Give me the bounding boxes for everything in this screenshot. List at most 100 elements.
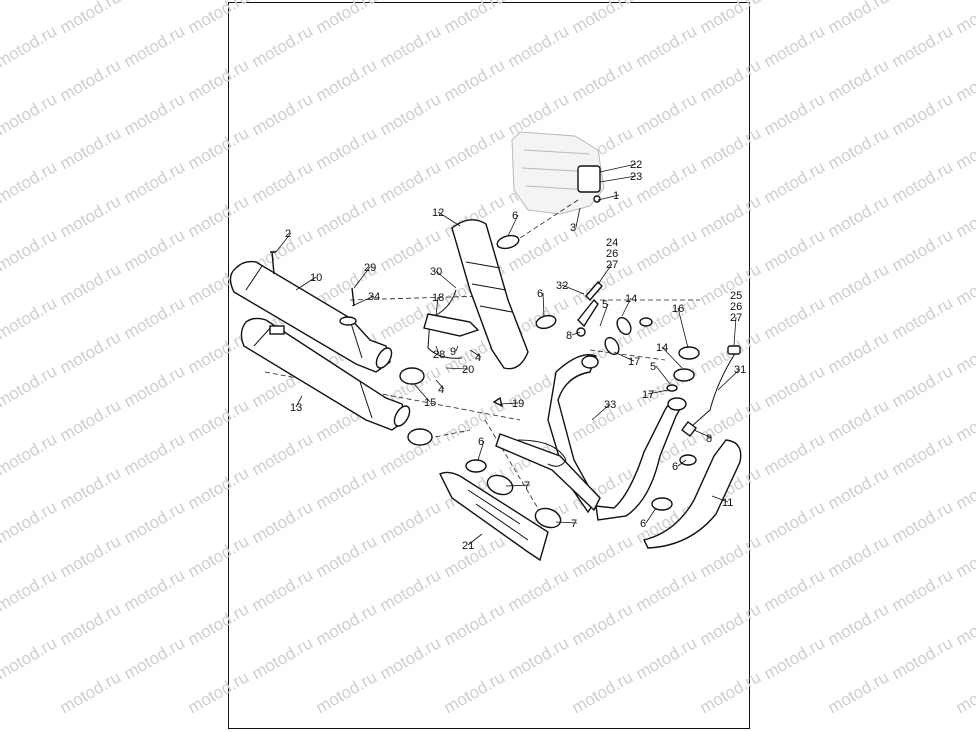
watermark-text: motod.ru — [185, 463, 253, 513]
watermark-text: motod.ru — [249, 633, 317, 683]
watermark-text: motod.ru — [121, 89, 189, 139]
callout-label-21: 21 — [462, 540, 474, 552]
callout-label-20: 20 — [462, 364, 474, 376]
watermark-text: motod.ru — [121, 497, 189, 547]
callout-label-6c: 6 — [478, 436, 484, 448]
watermark-text: motod.ru — [249, 157, 317, 207]
callout-label-7a: 7 — [524, 480, 530, 492]
watermark-text: motod.ru — [953, 395, 976, 445]
watermark-text: motod.ru — [633, 89, 701, 139]
callout-leader-line — [435, 345, 440, 355]
watermark-text: motod.ru — [889, 0, 957, 3]
callout-leader-line — [351, 295, 375, 307]
watermark-text: motod.ru — [569, 599, 637, 649]
callout-label-26b: 26 — [730, 301, 742, 313]
callout-leader-line — [295, 395, 303, 408]
callout-leader-line — [717, 368, 741, 391]
watermark-text: motod.ru — [569, 55, 637, 105]
callout-leader-line — [507, 214, 519, 237]
watermark-text: motod.ru — [57, 55, 125, 105]
watermark-text: motod.ru — [377, 633, 445, 683]
callout-leader-line — [597, 194, 620, 201]
watermark-text: motod.ru — [825, 259, 893, 309]
watermark-text: motod.ru — [761, 497, 829, 547]
callout-leader-line — [542, 292, 545, 317]
callout-leader-line — [435, 270, 457, 289]
watermark-text: motod.ru — [825, 123, 893, 173]
watermark-text: motod.ru — [441, 55, 509, 105]
callout-label-31: 31 — [734, 364, 746, 376]
watermark-text: motod.ru — [697, 191, 765, 241]
watermark-text: motod.ru — [185, 531, 253, 581]
callout-label-26a: 26 — [606, 248, 618, 260]
watermark-text: motod.ru — [0, 89, 60, 139]
watermark-text: motod.ru — [313, 0, 381, 37]
watermark-text: motod.ru — [441, 599, 509, 649]
callout-leader-line — [621, 297, 632, 317]
callout-label-8a: 8 — [566, 330, 572, 342]
watermark-text: motod.ru — [889, 361, 957, 411]
watermark-text: motod.ru — [633, 565, 701, 615]
watermark-text: motod.ru — [121, 429, 189, 479]
watermark-text: motod.ru — [57, 463, 125, 513]
watermark-text: motod.ru — [0, 21, 60, 71]
callout-leader-line — [435, 296, 439, 317]
watermark-text: motod.ru — [441, 0, 509, 37]
watermark-text: motod.ru — [761, 293, 829, 343]
callout-label-6e: 6 — [640, 518, 646, 530]
watermark-text: motod.ru — [953, 327, 976, 377]
callout-label-8b: 8 — [706, 433, 712, 445]
callout-leader-line — [597, 263, 613, 285]
callout-label-11: 11 — [722, 497, 733, 509]
watermark-text: motod.ru — [313, 531, 381, 581]
muffler-lower — [240, 317, 411, 431]
callout-leader-line — [413, 383, 431, 403]
watermark-text: motod.ru — [0, 0, 60, 3]
watermark-text: motod.ru — [953, 123, 976, 173]
watermark-text: motod.ru — [377, 21, 445, 71]
watermark-text: motod.ru — [825, 667, 893, 717]
watermark-text: motod.ru — [889, 497, 957, 547]
callout-label-23: 23 — [630, 171, 642, 183]
callout-leader-line — [711, 495, 729, 503]
watermark-text: motod.ru — [57, 259, 125, 309]
callout-leader-line — [435, 379, 445, 390]
callout-leader-line — [645, 507, 657, 524]
callout-label-10: 10 — [310, 272, 322, 284]
watermark-text: motod.ru — [569, 531, 637, 581]
watermark-text: motod.ru — [889, 157, 957, 207]
callout-leader-line — [275, 232, 292, 253]
watermark-text: motod.ru — [761, 0, 829, 3]
callout-leader-line — [353, 266, 371, 289]
watermark-text: motod.ru — [0, 225, 60, 275]
watermark-text: motod.ru — [953, 55, 976, 105]
watermark-text: motod.ru — [697, 667, 765, 717]
watermark-text: motod.ru — [121, 293, 189, 343]
watermark-text: motod.ru — [0, 497, 60, 547]
watermark-text: motod.ru — [313, 599, 381, 649]
callout-label-34: 34 — [368, 291, 380, 303]
callout-label-24: 24 — [606, 237, 618, 249]
callout-label-2: 2 — [285, 228, 291, 240]
callout-leader-line — [591, 403, 611, 421]
watermark-text: motod.ru — [313, 463, 381, 513]
watermark-text: motod.ru — [953, 191, 976, 241]
watermark-text: motod.ru — [121, 565, 189, 615]
watermark-text: motod.ru — [121, 157, 189, 207]
watermark-text: motod.ru — [441, 531, 509, 581]
diagram-border — [228, 2, 750, 729]
callout-label-5b: 5 — [650, 361, 656, 373]
watermark-text: motod.ru — [441, 667, 509, 717]
watermark-text: motod.ru — [825, 0, 893, 37]
watermark-text: motod.ru — [953, 0, 976, 37]
watermark-text: motod.ru — [0, 361, 60, 411]
heat-shield-11 — [642, 439, 742, 549]
callout-leader-line — [575, 207, 581, 228]
callout-label-19: 19 — [512, 398, 524, 410]
watermark-text: motod.ru — [825, 395, 893, 445]
watermark-text: motod.ru — [249, 21, 317, 71]
watermark-text: motod.ru — [761, 89, 829, 139]
watermark-text: motod.ru — [633, 633, 701, 683]
